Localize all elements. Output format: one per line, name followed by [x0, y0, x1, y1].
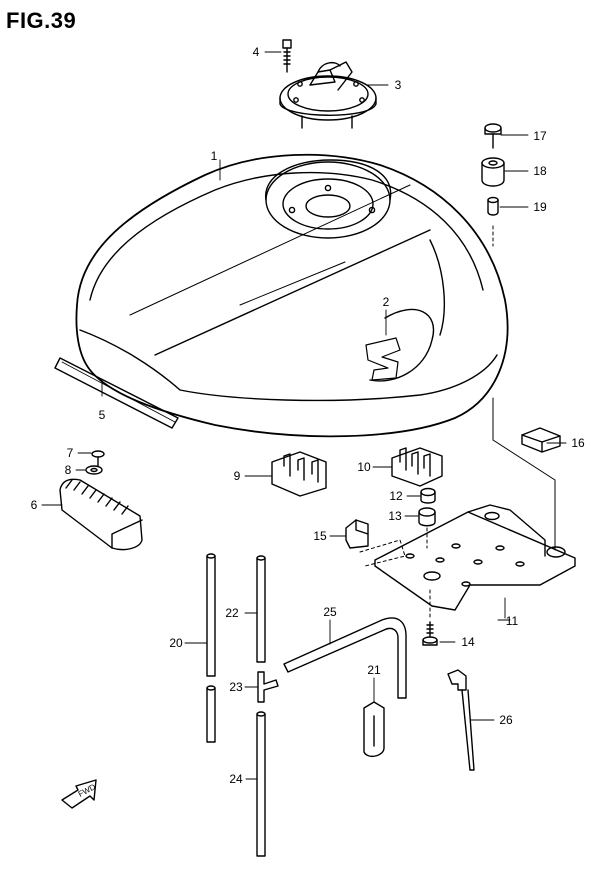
hose-22	[256, 555, 266, 663]
cushion-10	[391, 447, 443, 487]
cushion-13	[418, 507, 436, 527]
callout-24: 24	[229, 772, 243, 786]
cushion-18	[481, 157, 505, 187]
callout-9: 9	[234, 469, 241, 483]
clamp-21	[363, 701, 385, 758]
fwd-arrow: FWD	[61, 779, 97, 809]
fuel-tank	[75, 153, 509, 438]
callout-14: 14	[461, 635, 475, 649]
washer-8	[85, 465, 103, 475]
callout-25: 25	[323, 605, 337, 619]
callout-3: 3	[395, 78, 402, 92]
bolt-17	[484, 123, 502, 149]
figure-title: FIG.39	[6, 8, 77, 33]
cap-bolt	[282, 39, 292, 73]
hose-24	[256, 711, 266, 857]
fuel-cap	[279, 61, 377, 129]
callout-7: 7	[67, 446, 74, 460]
callout-23: 23	[229, 680, 243, 694]
collar-12	[420, 487, 436, 504]
callout-2: 2	[383, 295, 390, 309]
callout-16: 16	[571, 436, 585, 450]
bracket-6	[59, 478, 143, 551]
callout-11: 11	[506, 614, 519, 628]
callout-22: 22	[225, 606, 239, 620]
tank-seal-strip	[54, 357, 179, 429]
callout-6: 6	[31, 498, 38, 512]
callout-19: 19	[533, 200, 547, 214]
callout-4: 4	[253, 45, 260, 59]
callout-15: 15	[313, 529, 327, 543]
bracket-plate-11	[374, 504, 576, 611]
callout-18: 18	[533, 164, 547, 178]
clip-26	[447, 669, 475, 771]
hose-25	[283, 617, 407, 699]
callout-10: 10	[357, 460, 371, 474]
collar-19	[487, 196, 499, 216]
callout-1: 1	[211, 149, 218, 163]
callout-17: 17	[533, 129, 547, 143]
bolt-14	[422, 621, 438, 646]
callout-26: 26	[499, 713, 513, 727]
callout-5: 5	[99, 408, 106, 422]
joint-23	[257, 671, 279, 703]
screw-7	[91, 450, 105, 467]
hose-20	[206, 553, 216, 743]
cushion-15	[345, 519, 369, 549]
cushion-16	[521, 427, 561, 453]
leader-lines	[41, 51, 567, 780]
callout-12: 12	[389, 489, 403, 503]
callout-13: 13	[388, 509, 402, 523]
callout-8: 8	[65, 463, 72, 477]
callout-21: 21	[367, 663, 381, 677]
cushion-9	[271, 451, 327, 497]
callout-20: 20	[169, 636, 183, 650]
